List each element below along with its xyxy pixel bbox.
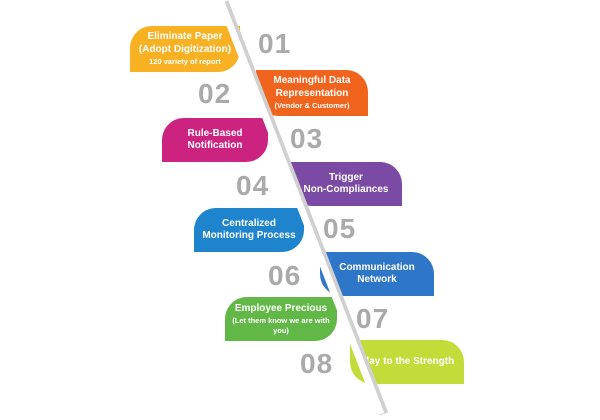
step-08-title-line-1: Play to the Strength xyxy=(359,355,455,367)
step-04-card: Trigger Non-Compliances xyxy=(290,162,402,206)
step-02-subtitle: (Vendor & Customer) xyxy=(274,101,350,111)
step-03-title-line-1: Rule-Based xyxy=(187,127,243,139)
step-02-number: 02 xyxy=(198,78,232,109)
step-01-card: Eliminate Paper (Adopt Digitization) 120… xyxy=(130,26,240,72)
step-05-number: 05 xyxy=(323,213,357,244)
step-02-title-line-2: Representation xyxy=(275,87,349,99)
step-06-card: Communication Network xyxy=(320,252,434,296)
step-05-title-line-1: Centralized xyxy=(222,217,276,229)
step-06-title-line-1: Communication xyxy=(339,261,415,273)
step-07-card: Employee Precious (Let them know we are … xyxy=(225,297,337,341)
step-01-subtitle: 120 variety of report xyxy=(149,57,221,67)
step-07-title-line-1: Employee Precious xyxy=(234,302,328,314)
step-03-title-line-2: Notification xyxy=(187,140,243,151)
step-02-title-line-1: Meaningful Data xyxy=(273,75,351,87)
step-07-subtitle: (Let them know we are with you) xyxy=(232,316,330,335)
step-01-title-line-2: (Adopt Digitization) xyxy=(138,43,232,55)
step-03-card: Rule-Based Notification xyxy=(162,118,268,162)
step-07-number: 07 xyxy=(356,303,390,334)
step-05-card: Centralized Monitoring Process xyxy=(194,208,304,252)
step-06-title-line-2: Network xyxy=(357,274,397,285)
step-04-number: 04 xyxy=(236,170,270,201)
step-03-number: 03 xyxy=(290,123,324,154)
step-08-number: 08 xyxy=(300,348,334,379)
step-04-title-line-2: Non-Compliances xyxy=(303,184,389,195)
step-04-title-line-1: Trigger xyxy=(329,171,363,183)
step-02-card: Meaningful Data Representation (Vendor &… xyxy=(256,70,368,116)
step-05-title-line-2: Monitoring Process xyxy=(202,230,296,241)
step-06-number: 06 xyxy=(268,260,302,291)
step-01-title-line-1: Eliminate Paper xyxy=(147,31,223,43)
step-01-number: 01 xyxy=(258,28,292,59)
step-08-card: Play to the Strength xyxy=(350,340,464,384)
